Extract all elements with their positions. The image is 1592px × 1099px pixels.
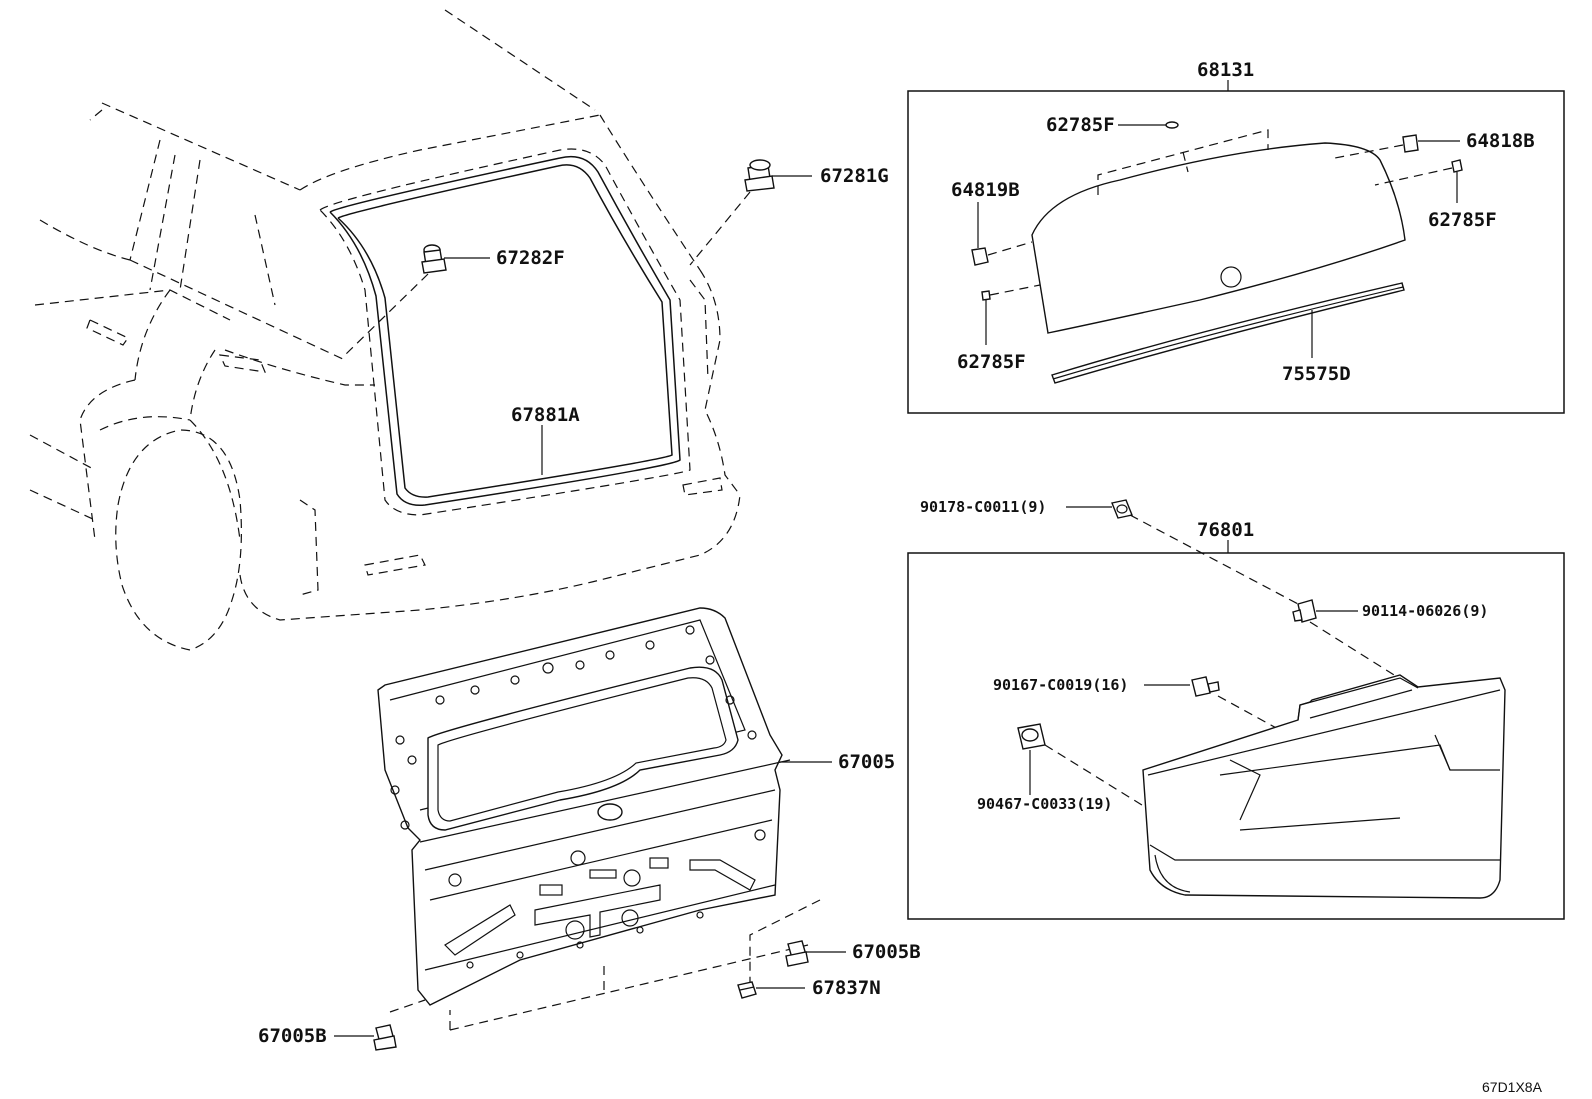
spacer-64818B [1402, 134, 1419, 153]
nut-90178 [1111, 499, 1133, 519]
callout-62785F-left: 62785F [957, 351, 1026, 373]
weatherstrip-75575D [1051, 282, 1405, 384]
leader-90114-dash [1309, 621, 1411, 686]
back-door-panel-67005 [377, 607, 791, 1006]
leader-90167-dash [1217, 695, 1281, 731]
callout-67282F: 67282F [496, 247, 565, 269]
callout-68131: 68131 [1197, 59, 1254, 81]
vehicle-rear-illustration [29, 9, 741, 651]
screw-90167 [1191, 676, 1220, 697]
callout-67837N: 67837N [812, 977, 881, 999]
garnish-assembly-box [907, 552, 1565, 920]
leader-64818B-dash [1334, 144, 1404, 159]
bumper-67005B-right [785, 940, 809, 967]
callout-67005B-right: 67005B [852, 941, 921, 963]
spacer-64819B [971, 247, 989, 266]
back-window-glass [1031, 142, 1406, 334]
leader-67282F-dash [344, 273, 429, 356]
callout-62785F-right: 62785F [1428, 209, 1497, 231]
leader-64819B-dash [987, 241, 1033, 256]
leader-67281G-dash [689, 191, 751, 266]
callout-67005: 67005 [838, 751, 895, 773]
bracket-left [389, 999, 426, 1013]
glass-top-tick [1182, 151, 1189, 173]
leader-90467-dash [1044, 744, 1151, 811]
spacer-62785F-right [1451, 159, 1463, 173]
callout-90167: 90167-C0019(16) [993, 676, 1128, 694]
glass-assembly-box [907, 90, 1565, 414]
callout-67881A: 67881A [511, 404, 580, 426]
bracket-right [749, 899, 821, 985]
callout-64819B: 64819B [951, 179, 1020, 201]
callout-62785F-top: 62785F [1046, 114, 1115, 136]
bracket-bottom [449, 944, 809, 1031]
callout-64818B: 64818B [1466, 130, 1535, 152]
clip-67281G [744, 159, 775, 192]
diagram-code: 67D1X8A [1482, 1079, 1543, 1095]
spacer-62785F-top [1165, 121, 1179, 129]
callout-90178: 90178-C0011(9) [920, 498, 1046, 516]
callout-90114: 90114-06026(9) [1362, 602, 1488, 620]
leader-62785F-left-dash [989, 284, 1041, 296]
bumper-67005B-left [373, 1024, 397, 1051]
callout-67281G: 67281G [820, 165, 889, 187]
spacer-62785F-left [981, 290, 991, 301]
clip-90467 [1017, 723, 1046, 750]
callout-75575D: 75575D [1282, 363, 1351, 385]
leader-62785F-right-dash [1374, 167, 1453, 186]
clip-90114 [1292, 599, 1317, 623]
callout-76801: 76801 [1197, 519, 1254, 541]
clip-67282F [421, 244, 447, 274]
back-door-garnish [1142, 674, 1506, 899]
leader-90178-dash [1129, 514, 1301, 606]
clip-67837N [737, 981, 757, 999]
callout-90467: 90467-C0033(19) [977, 795, 1112, 813]
callout-67005B-left: 67005B [258, 1025, 327, 1047]
